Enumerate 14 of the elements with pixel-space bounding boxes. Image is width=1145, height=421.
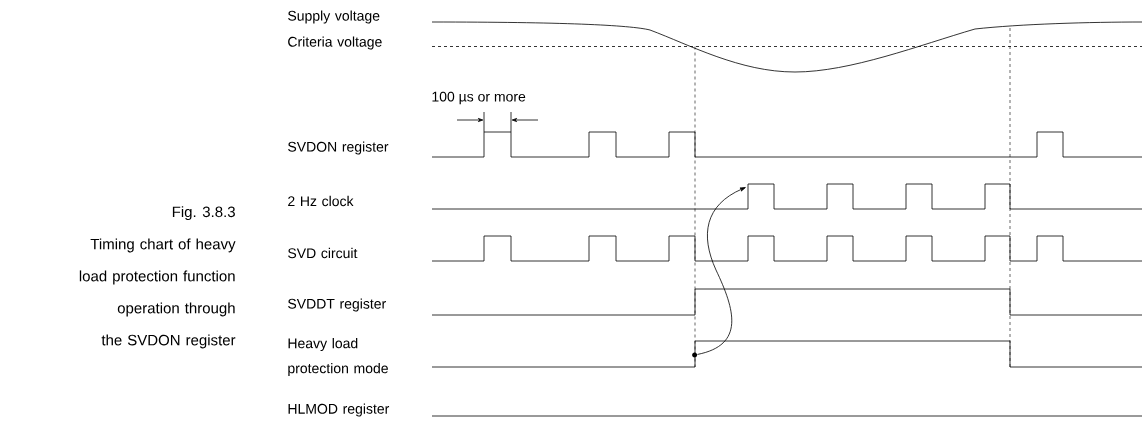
signal-label: SVDON register bbox=[288, 141, 389, 155]
signal-label: Supply voltage bbox=[288, 10, 380, 24]
caption: Timing chart of heavy load protection function operation through the SVDON register bbox=[79, 238, 236, 349]
waveform bbox=[431, 340, 1143, 368]
signal-label: Criteria voltage bbox=[288, 36, 382, 50]
signal-label: HLMOD register bbox=[288, 403, 390, 417]
signal-label: SVD circuit bbox=[288, 247, 358, 259]
waveform bbox=[431, 183, 1143, 210]
signal-label: 2 Hz clock bbox=[288, 195, 354, 207]
curved-arrow bbox=[697, 187, 746, 355]
dimension-label: 100 µs or more bbox=[432, 91, 526, 105]
figure-number: Fig. 3.8.3 bbox=[172, 206, 235, 221]
signal-label: Heavy load protection mode bbox=[288, 338, 388, 377]
signal-label: SVDDT register bbox=[288, 298, 386, 312]
